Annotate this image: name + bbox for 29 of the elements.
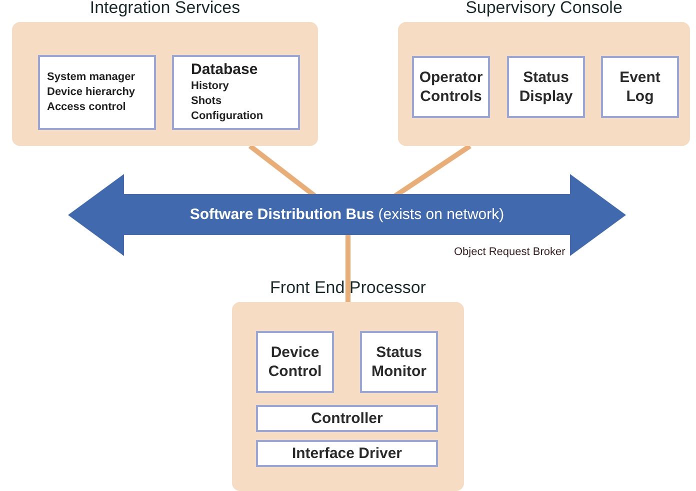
component-label: Event Log bbox=[618, 68, 662, 106]
component-box bbox=[507, 56, 585, 118]
component-label: System manager bbox=[47, 70, 136, 85]
component-label: Access control bbox=[47, 100, 127, 115]
panel-heading: Integration Services bbox=[88, 0, 242, 19]
component-label: Device hierarchy bbox=[47, 85, 136, 100]
bus-caption: Object Request Broker bbox=[454, 245, 566, 259]
component-label: Interface Driver bbox=[292, 444, 402, 463]
panel-heading: Front End Processor bbox=[269, 277, 427, 299]
component-label: Device Control bbox=[267, 343, 323, 381]
component-label: Configuration bbox=[191, 109, 264, 124]
component-label: Status Monitor bbox=[370, 343, 428, 381]
bus-label: Software Distribution Bus (exists on network) bbox=[190, 204, 504, 225]
panel-heading: Supervisory Console bbox=[464, 0, 624, 19]
component-title: Database bbox=[191, 61, 259, 79]
component-box bbox=[601, 56, 679, 118]
component-box bbox=[256, 331, 334, 393]
component-box bbox=[256, 440, 438, 467]
component-box bbox=[256, 405, 438, 432]
component-label: History bbox=[191, 79, 230, 94]
component-label: Shots bbox=[191, 94, 223, 109]
component-box bbox=[360, 331, 438, 393]
component-label: Operator Controls bbox=[418, 68, 484, 106]
component-label: Controller bbox=[311, 409, 383, 428]
component-box bbox=[412, 56, 490, 118]
component-box bbox=[172, 55, 300, 130]
component-label: Status Display bbox=[518, 68, 574, 106]
component-box bbox=[38, 55, 156, 130]
bus-double-arrow bbox=[68, 174, 626, 256]
